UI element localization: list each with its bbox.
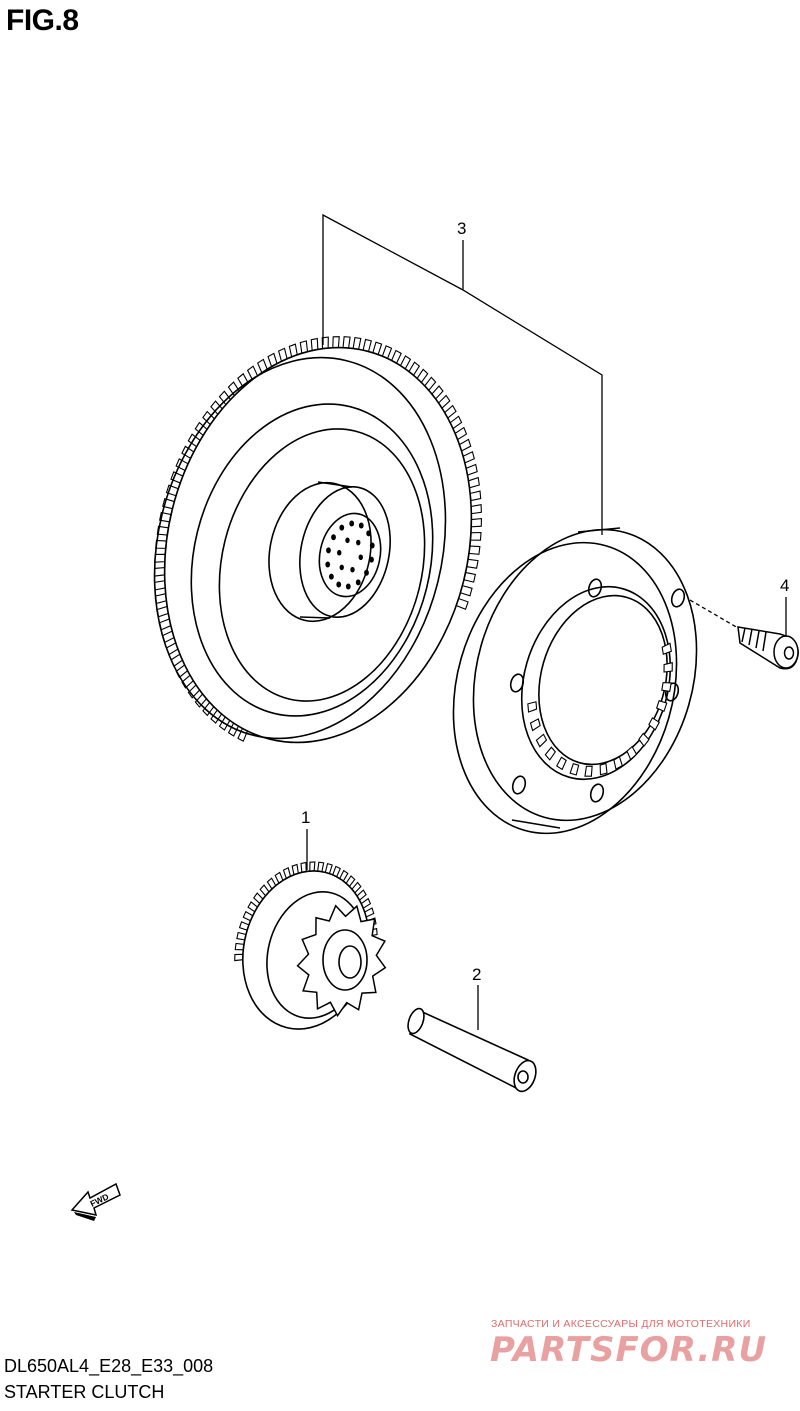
leader-4: [689, 597, 787, 637]
starter-driven-gear[interactable]: [116, 315, 512, 776]
one-way-clutch[interactable]: [420, 503, 729, 860]
leader-3: [322, 213, 603, 535]
callout-4: 4: [780, 576, 789, 595]
needle-bearing: [325, 520, 375, 590]
diagram-name: STARTER CLUTCH: [4, 1382, 165, 1402]
fwd-arrow: FWD: [70, 1182, 121, 1221]
driven-gear-teeth: [154, 336, 482, 742]
watermark-logo: PARTSFOR.RU: [490, 1330, 768, 1370]
clutch-bolt[interactable]: [737, 626, 799, 670]
figure-title: FIG.8: [6, 4, 79, 37]
idle-gear-shaft[interactable]: [405, 1006, 540, 1094]
watermark-tagline: ЗАПЧАСТИ И АКСЕССУАРЫ ДЛЯ МОТОТЕХНИКИ: [491, 1318, 751, 1330]
callout-1: 1: [301, 808, 310, 827]
fwd-label: FWD: [88, 1191, 110, 1208]
sprag-cage: [527, 642, 673, 777]
callout-3: 3: [457, 219, 466, 238]
diagram-code: DL650AL4_E28_E33_008: [4, 1356, 214, 1376]
callout-2: 2: [472, 965, 481, 984]
starter-idle-gear[interactable]: [226, 857, 387, 1042]
